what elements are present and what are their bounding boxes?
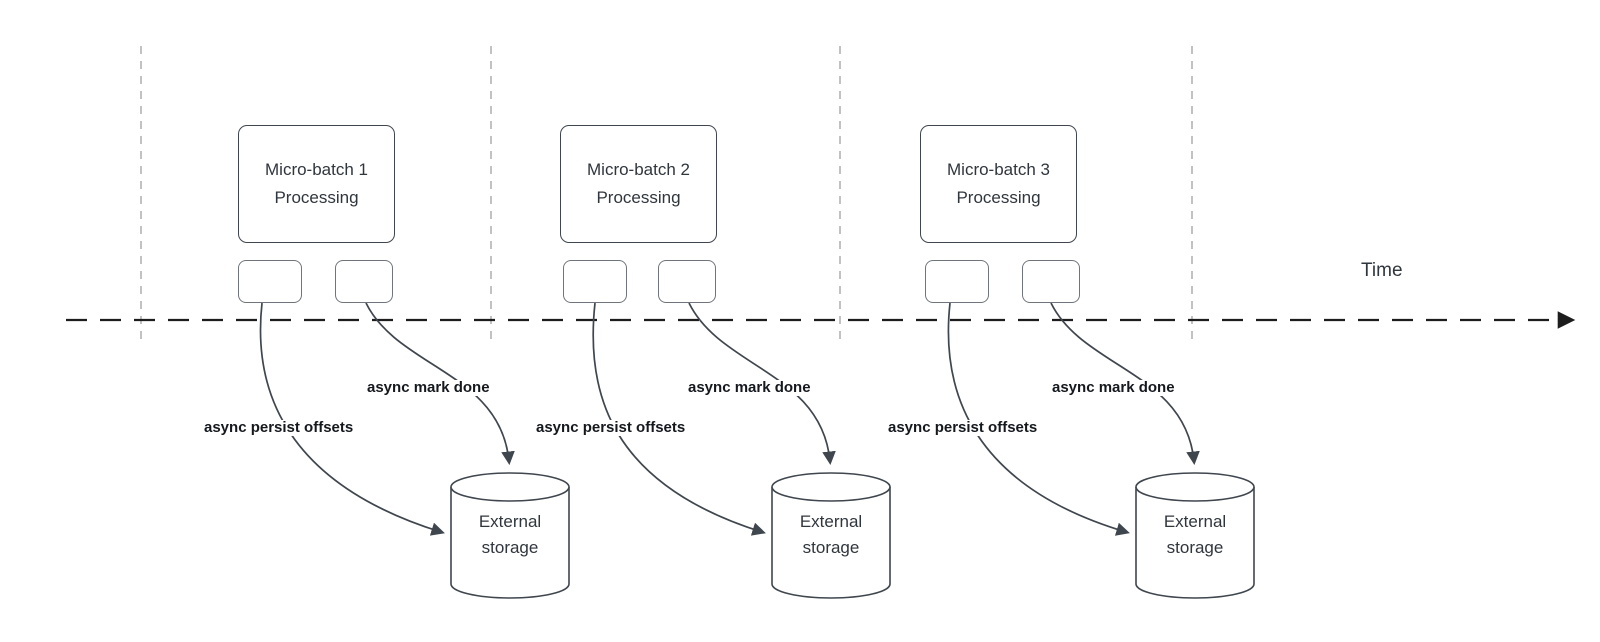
persist-offsets-arrow-1 [259, 302, 445, 536]
persist-offsets-arrow-2 [592, 302, 766, 536]
mark-done-arrow-2 [688, 302, 836, 466]
offset-write-node-3 [925, 260, 989, 303]
persist-offsets-label-2: async persist offsets [534, 419, 688, 436]
microbatch-1-subtitle: Processing [274, 188, 359, 207]
external-storage-label-2: External storage [799, 512, 863, 557]
external-storage-cylinder-3 [1135, 472, 1255, 599]
mark-done-arrow-3 [1050, 302, 1200, 466]
commit-write-node-2 [658, 260, 716, 303]
mark-done-label-3: async mark done [1050, 379, 1177, 396]
mark-done-label-1: async mark done [365, 379, 492, 396]
external-storage-label-1: External storage [478, 512, 542, 557]
microbatch-1-processing-box: Micro-batch 1 Processing [238, 125, 395, 243]
persist-offsets-label-3: async persist offsets [886, 419, 1040, 436]
microbatch-1-title: Micro-batch 1 [265, 160, 368, 179]
commit-write-node-3 [1022, 260, 1080, 303]
offset-write-node-2 [563, 260, 627, 303]
mark-done-label-2: async mark done [686, 379, 813, 396]
external-storage-cylinder-2 [771, 472, 891, 599]
microbatch-3-processing-box: Micro-batch 3 Processing [920, 125, 1077, 243]
microbatch-3-subtitle: Processing [956, 188, 1041, 207]
microbatch-2-title: Micro-batch 2 [587, 160, 690, 179]
commit-write-node-1 [335, 260, 393, 303]
persist-offsets-arrow-3 [947, 302, 1130, 536]
microbatch-3-title: Micro-batch 3 [947, 160, 1050, 179]
persist-offsets-label-1: async persist offsets [202, 419, 356, 436]
offset-write-node-1 [238, 260, 302, 303]
microbatch-2-subtitle: Processing [596, 188, 681, 207]
external-storage-cylinder-1 [450, 472, 570, 599]
external-storage-label-3: External storage [1163, 512, 1227, 557]
mark-done-arrow-1 [365, 302, 515, 466]
microbatch-2-processing-box: Micro-batch 2 Processing [560, 125, 717, 243]
time-axis-label: Time [1361, 260, 1403, 281]
